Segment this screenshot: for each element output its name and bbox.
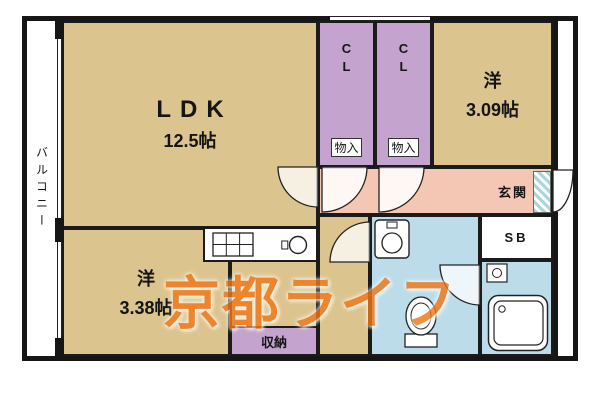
watermark-text: 京都ライフ: [163, 272, 458, 336]
shoebox: SB: [480, 215, 553, 260]
entry-mat: [533, 171, 551, 213]
toilet-icon: [404, 296, 438, 348]
room-western-2: 洋 3.38帖: [62, 228, 230, 356]
balcony-window: [57, 21, 62, 356]
balcony-label: バルコニー: [34, 146, 49, 231]
room-size: 3.09帖: [465, 99, 520, 120]
shoebox-label: SB: [504, 230, 529, 245]
storage-closet: 収納: [230, 326, 318, 356]
bathtub-icon: [487, 294, 549, 352]
closet-label: CL: [339, 41, 354, 77]
bath-fixture-icon: [486, 263, 508, 283]
room-western-1: 洋 3.09帖: [432, 21, 553, 167]
stove-icon: [212, 232, 254, 257]
storage-label: 物入: [388, 138, 419, 157]
wall-segment: [55, 218, 64, 242]
wall-segment: [55, 21, 64, 39]
storage-label: 収納: [260, 334, 287, 350]
wall-segment: [553, 212, 558, 356]
wall-segment: [553, 21, 558, 170]
room-label: LDK: [156, 96, 233, 123]
room-ldk: LDK 12.5帖: [62, 21, 318, 228]
room-balcony: バルコニー: [27, 21, 57, 356]
closet-label: CL: [396, 41, 411, 77]
washbasin-icon: [374, 219, 410, 259]
entry-label: 玄関: [498, 185, 529, 200]
closet-cl-1: CL 物入: [318, 21, 375, 167]
room-size: 3.38帖: [119, 297, 173, 318]
wall-segment: [55, 338, 64, 356]
entry-area: 玄関: [318, 167, 553, 215]
room-label: 洋: [483, 70, 502, 91]
sink-icon: [281, 235, 308, 254]
top-window: [330, 16, 430, 21]
room-size: 12.5帖: [163, 131, 217, 151]
kitchen-counter: [203, 227, 318, 262]
room-label: 洋: [137, 268, 155, 289]
storage-label: 物入: [331, 138, 362, 157]
closet-cl-2: CL 物入: [375, 21, 432, 167]
